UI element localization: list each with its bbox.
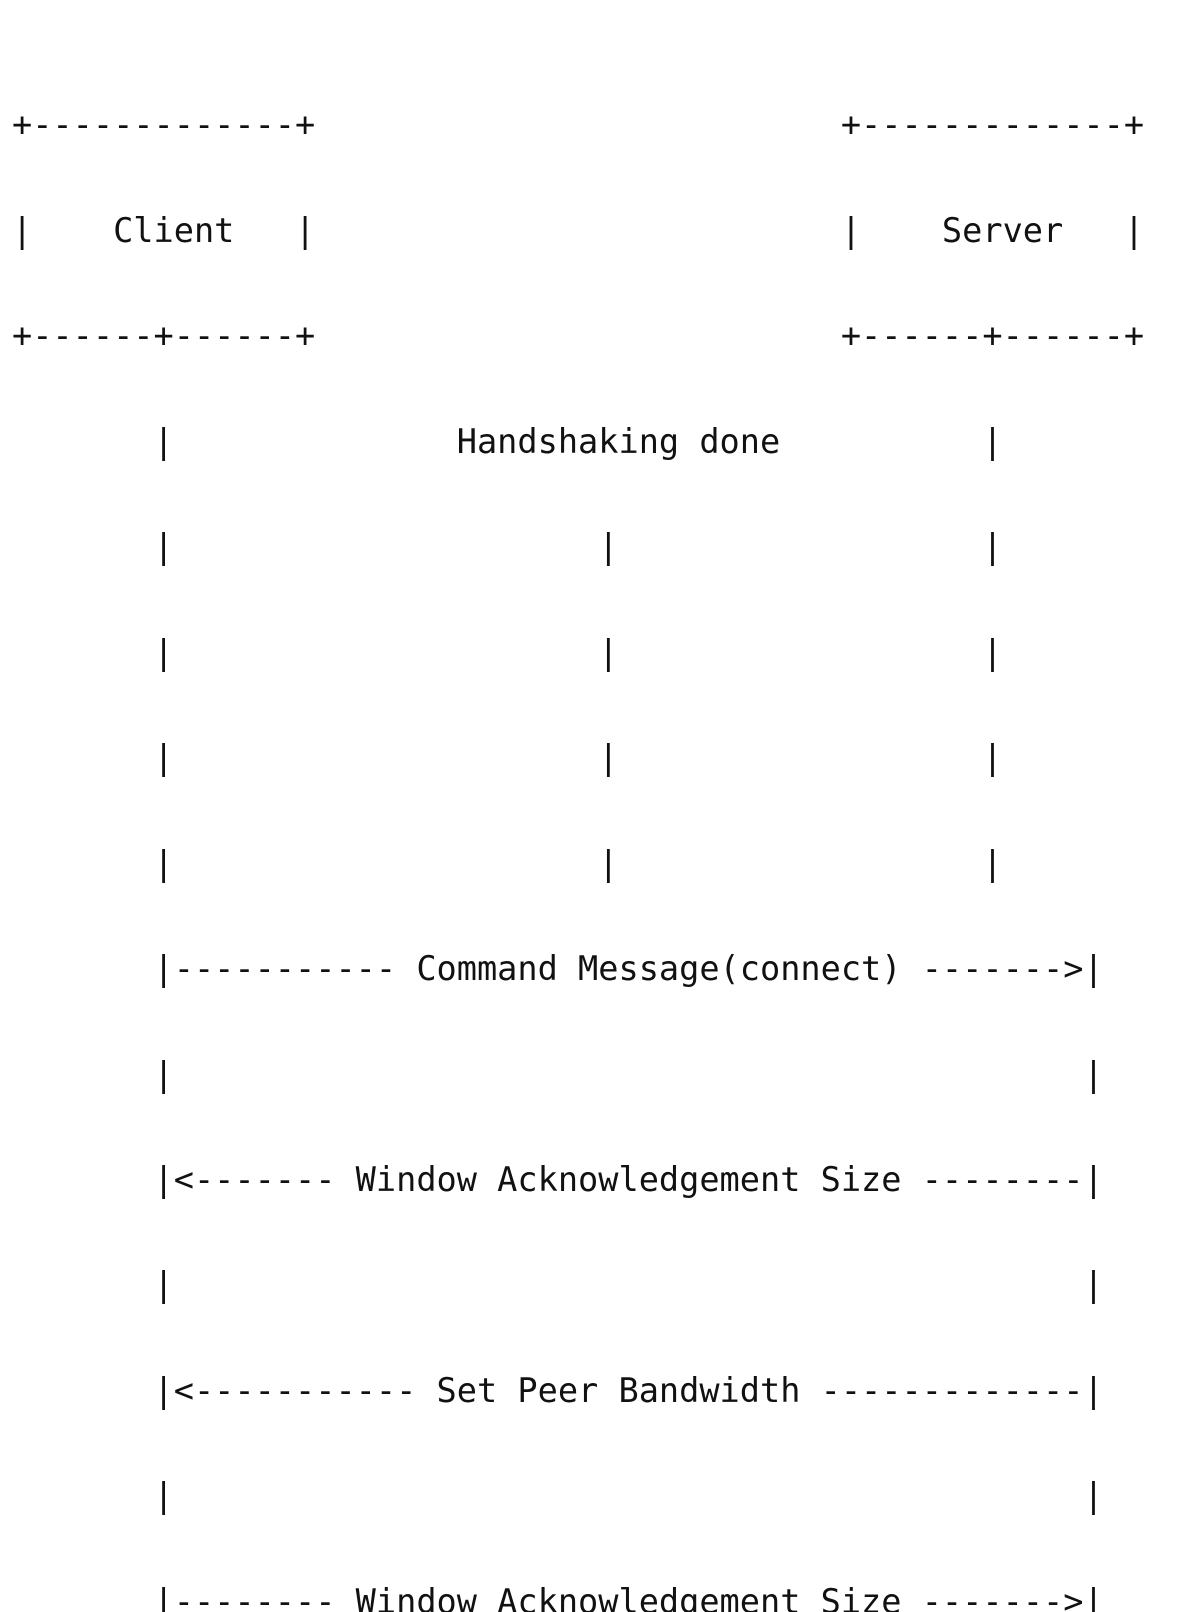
diagram-line-box-labels: | Client | | Server | (12, 210, 1145, 250)
diagram-line-note-handshaking: | Handshaking done | (12, 421, 1003, 461)
ascii-sequence-diagram: +-------------+ +-------------+ | Client… (12, 2, 1144, 1612)
diagram-line-gap-1: | | | (12, 527, 1003, 567)
diagram-line-gap-4: | | | (12, 843, 1003, 883)
diagram-line-box-top: +-------------+ +-------------+ (12, 105, 1145, 145)
diagram-line-gap-3: | | | (12, 738, 1003, 778)
diagram-message-3-set-peer-bandwidth: |<----------- Set Peer Bandwidth -------… (12, 1370, 1104, 1410)
diagram-line-gap-6: | | (12, 1265, 1104, 1305)
diagram-line-gap-5: | | (12, 1054, 1104, 1094)
diagram-message-2-window-acknowledgement-size: |<------- Window Acknowledgement Size --… (12, 1160, 1104, 1199)
diagram-message-1-command-message-connect: |----------- Command Message(connect) --… (12, 949, 1104, 989)
diagram-line-box-bottom: +------+------+ +------+------+ (12, 316, 1145, 356)
diagram-message-4-window-acknowledgement-size: |-------- Window Acknowledgement Size --… (12, 1581, 1104, 1612)
diagram-line-gap-7: | | (12, 1476, 1104, 1516)
diagram-line-gap-2: | | | (12, 632, 1003, 672)
